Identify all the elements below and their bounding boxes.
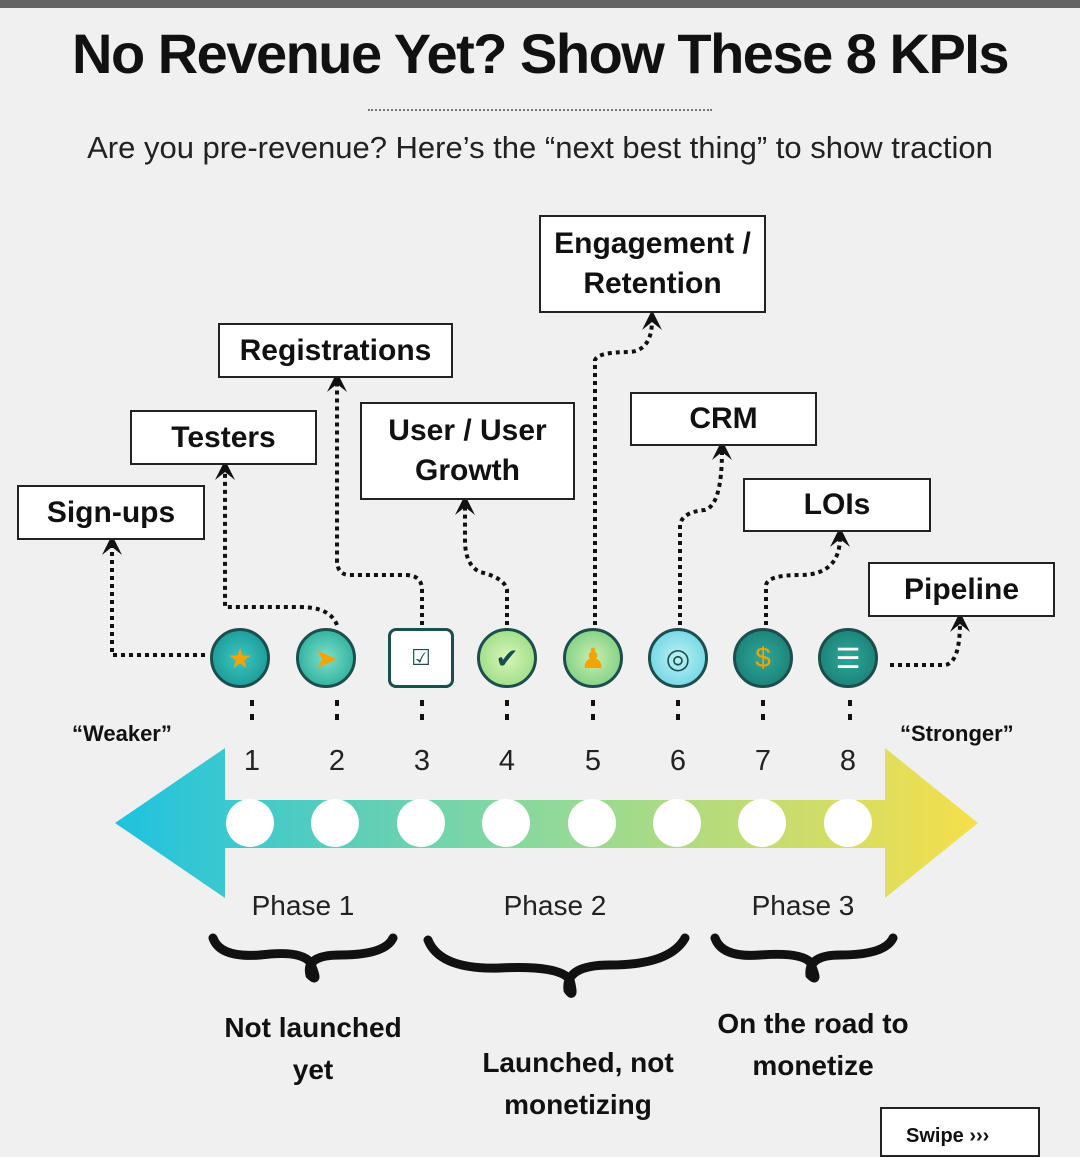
pipeline-document-icon: ☰ [818,628,878,688]
stronger-label: “Stronger” [900,721,1014,746]
connector-4 [455,495,509,625]
scale-arrow [115,748,978,898]
connector-6 [678,440,732,625]
kpi-number: 2 [328,745,346,777]
paper-plane-people-icon: ➤ [296,628,356,688]
kpi-number: 8 [839,745,857,777]
kpi-number: 7 [754,745,772,777]
top-bar [0,0,1080,8]
kpi-number: 4 [498,745,516,777]
growth-check-icon: ✔ [477,628,537,688]
divider [368,109,712,111]
star-people-icon: ★ [210,628,270,688]
phase-1-label: Phase 1 [251,890,355,921]
phase-3-description: On the road to monetize [717,1008,909,1081]
kpi-box-lois: LOIs [743,478,931,532]
kpi-box-engagement: Engagement / Retention [539,215,766,313]
weaker-label: “Weaker” [72,721,172,746]
kpi-number: 3 [413,745,431,777]
connector-7 [764,527,850,625]
connector-8 [890,612,970,667]
network-people-icon: ◎ [648,628,708,688]
phase-2-description: Launched, not monetizing [482,1047,674,1120]
connector-2 [215,460,339,626]
subtitle: Are you pre-revenue? Here’s the “next be… [87,130,993,165]
page-title: No Revenue Yet? Show These 8 KPIs [72,22,1010,85]
phase-1-description: Not launched yet [224,1012,402,1085]
kpi-box-testers: Testers [130,410,317,465]
swipe-button[interactable]: Swipe ››› [880,1107,1040,1157]
kpi-box-sign-ups: Sign-ups [17,485,205,540]
phase-2-label: Phase 2 [503,890,607,921]
kpi-number: 5 [584,745,602,777]
kpi-box-crm: CRM [630,392,817,446]
checklist-form-icon: ☑ [388,628,454,688]
kpi-box-registrations: Registrations [218,323,453,378]
connector-3 [327,372,424,625]
connector-5 [593,310,662,625]
kpi-number: 6 [669,745,687,777]
signed-letter-icon: $ [733,628,793,688]
connector-1 [102,535,205,657]
kpi-number: 1 [243,745,261,777]
phase-3-label: Phase 3 [751,890,855,921]
engagement-people-icon: ♟ [563,628,623,688]
kpi-box-user-growth: User / User Growth [360,402,575,500]
phase-braces [208,933,898,998]
kpi-box-pipeline: Pipeline [868,562,1055,617]
